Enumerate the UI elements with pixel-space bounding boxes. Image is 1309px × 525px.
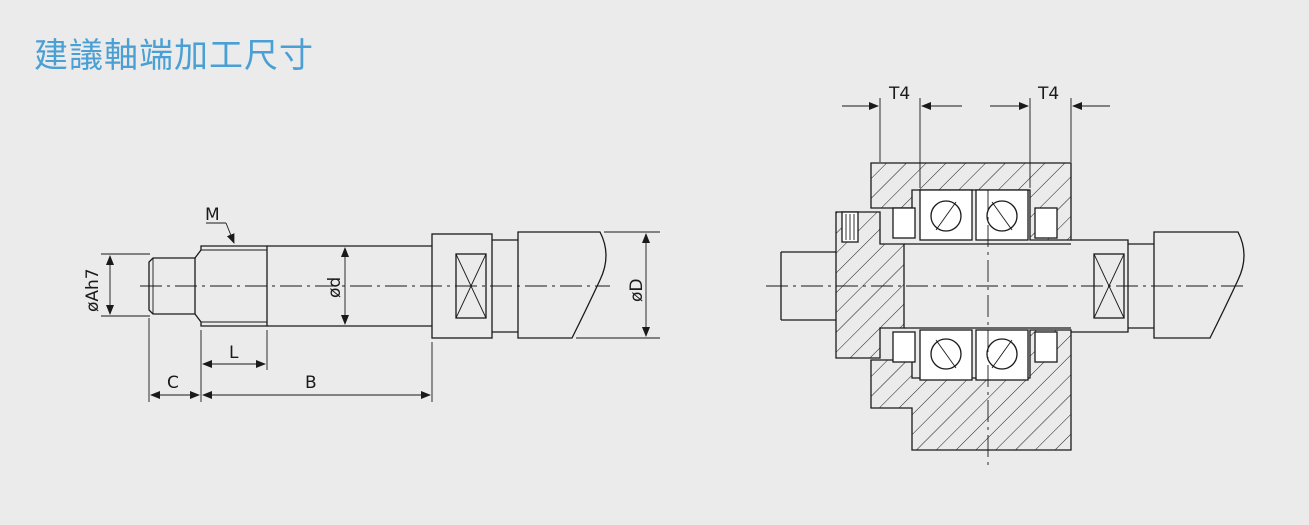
shaft-journal-section <box>267 245 432 327</box>
label-c: C <box>167 373 179 393</box>
housing-lower <box>870 329 1072 451</box>
label-m: M <box>205 205 220 225</box>
assembly-shaft-end <box>1153 231 1245 339</box>
label-d-large: øD <box>627 279 647 303</box>
seal-left <box>892 207 916 239</box>
label-d-small: ød <box>325 277 345 298</box>
shaft-thread-section <box>194 245 268 327</box>
right-assembly-drawing: T4 T4 <box>766 84 1245 470</box>
housing-upper <box>870 162 1072 241</box>
seal-right <box>1034 207 1058 239</box>
shaft-main-section <box>517 231 607 339</box>
label-ah7: øAh7 <box>83 268 103 312</box>
label-b: B <box>305 373 317 393</box>
label-t4-left: T4 <box>888 84 910 104</box>
page-title: 建議軸端加工尺寸 <box>34 36 314 76</box>
label-l: L <box>229 343 239 363</box>
left-shaft-drawing: M øAh7 ød øD L C B <box>83 205 660 402</box>
label-t4-right: T4 <box>1037 84 1059 104</box>
